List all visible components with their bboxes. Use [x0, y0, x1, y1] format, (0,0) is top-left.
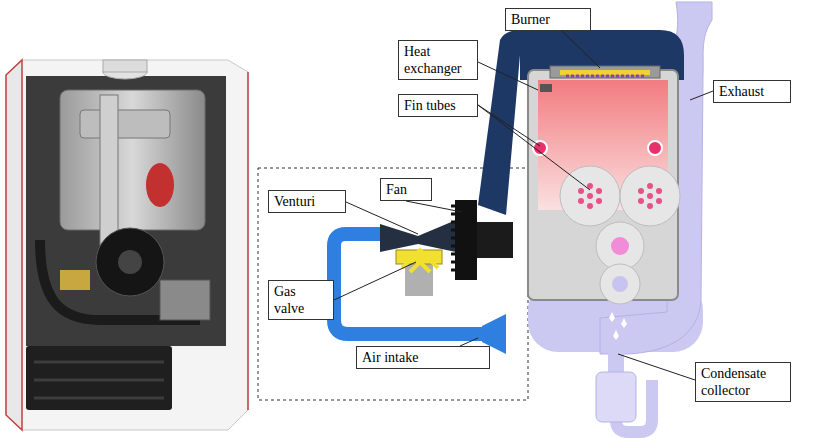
- gas-arrows: [402, 250, 438, 272]
- leader-line: [346, 202, 418, 234]
- heat-exchanger-schematic: [528, 66, 680, 340]
- callout-label: Heat exchanger: [404, 43, 472, 77]
- air-gas-inlet: [334, 200, 513, 354]
- burner-head: [550, 66, 660, 78]
- leader-line: [478, 105, 540, 146]
- callout-box: Venturi: [268, 190, 346, 213]
- fin-tube-holes: [578, 183, 662, 209]
- leader-line: [460, 338, 478, 346]
- callout-box: Fan: [380, 178, 432, 201]
- pump-part: [160, 280, 210, 320]
- leader-line: [334, 262, 416, 300]
- fan-wheel: [455, 200, 477, 280]
- condensate-trap: [596, 372, 636, 422]
- panel-groove: [34, 397, 164, 400]
- fin-tube: [596, 222, 644, 270]
- callout-label: Burner: [511, 11, 585, 28]
- flue-collar: [103, 60, 147, 72]
- leader-line: [618, 354, 695, 380]
- casing-edge: [247, 72, 249, 410]
- fan-part: [96, 228, 164, 296]
- callout-label: Gas valve: [274, 283, 328, 317]
- leader-line: [690, 91, 713, 100]
- burner-part: [80, 110, 170, 138]
- fin-tube: [620, 166, 680, 226]
- callout-label: Condensate collector: [701, 365, 785, 399]
- sight-glass: [146, 163, 174, 207]
- callout-box: Exhaust: [713, 80, 791, 103]
- exhaust-duct: [528, 2, 712, 432]
- tube-core: [611, 237, 629, 255]
- burner-flames: [566, 75, 644, 78]
- control-panel: [26, 346, 172, 410]
- fin-tube: [560, 166, 620, 226]
- callout-label: Fan: [386, 181, 426, 198]
- gas-valve-part: [60, 270, 90, 290]
- callout-label: Fin tubes: [404, 97, 472, 114]
- callout-label: Air intake: [362, 349, 484, 366]
- leader-line: [560, 29, 600, 68]
- fan-hub: [118, 250, 142, 274]
- callout-box: Condensate collector: [695, 362, 791, 402]
- venturi-cone: [380, 220, 456, 252]
- condensate-drops: [609, 312, 627, 340]
- panel-groove: [34, 379, 164, 382]
- callout-box: Gas valve: [268, 280, 334, 320]
- burner-plate: [560, 70, 650, 75]
- boiler-cutaway: [6, 60, 248, 430]
- fin-tube: [600, 264, 640, 304]
- leader-line: [406, 201, 462, 212]
- casing-side: [6, 60, 22, 430]
- fan-motor: [477, 222, 513, 258]
- callout-box: Air intake: [356, 346, 490, 369]
- callout-box: Heat exchanger: [398, 40, 478, 80]
- callout-box: Burner: [505, 8, 591, 31]
- casing-interior: [26, 76, 226, 346]
- panel-groove: [34, 361, 164, 364]
- callout-label: Exhaust: [719, 83, 785, 100]
- leader-lines: [334, 29, 713, 380]
- leader-line: [478, 105, 590, 190]
- tube-core: [612, 276, 628, 292]
- igniter: [540, 84, 552, 92]
- side-tube: [648, 141, 662, 155]
- fan-blades: [451, 206, 455, 270]
- heat-exchanger-part: [60, 90, 205, 230]
- pipe-part: [100, 95, 118, 245]
- callout-label: Venturi: [274, 193, 340, 210]
- casing: [6, 60, 248, 430]
- callout-box: Fin tubes: [398, 94, 478, 117]
- leader-line: [478, 62, 538, 90]
